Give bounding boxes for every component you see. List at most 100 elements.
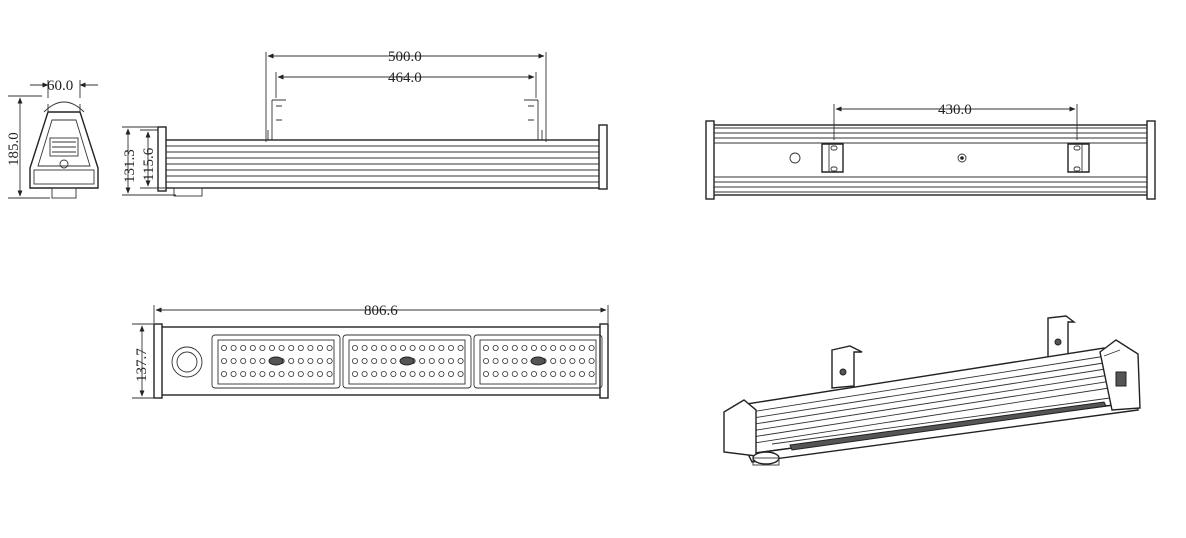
led-dot: [259, 370, 266, 377]
led-dot: [559, 357, 566, 364]
led-dot: [220, 357, 227, 364]
led-dot: [550, 357, 557, 364]
led-dot: [259, 357, 266, 364]
led-dot: [230, 357, 237, 364]
led-dot: [531, 344, 538, 351]
led-dot: [511, 344, 518, 351]
led-dot: [550, 370, 557, 377]
led-dot: [240, 357, 247, 364]
end-view: 60.0 185.0: [6, 78, 99, 199]
led-dot: [288, 370, 295, 377]
led-dot: [511, 357, 518, 364]
isometric-view: [723, 315, 1141, 466]
led-dot: [316, 370, 323, 377]
led-dot: [588, 370, 595, 377]
led-dot: [540, 370, 547, 377]
led-dot: [419, 344, 426, 351]
led-dot: [482, 344, 489, 351]
led-dot: [390, 370, 397, 377]
led-dot: [249, 370, 256, 377]
led-dot: [288, 357, 295, 364]
led-dot: [326, 344, 333, 351]
led-dot: [482, 370, 489, 377]
led-dot: [569, 344, 576, 351]
led-dot: [457, 344, 464, 351]
led-dot: [457, 357, 464, 364]
led-dot: [351, 370, 358, 377]
led-dot: [249, 344, 256, 351]
led-dot: [399, 344, 406, 351]
led-dot: [511, 370, 518, 377]
led-dot: [380, 344, 387, 351]
led-dot: [240, 344, 247, 351]
led-dot: [447, 344, 454, 351]
led-dot: [361, 357, 368, 364]
led-dot: [409, 344, 416, 351]
dim-side-height-outer: 131.3: [122, 149, 138, 183]
led-dot: [316, 357, 323, 364]
led-dot: [297, 357, 304, 364]
led-dot: [447, 370, 454, 377]
dim-bottom-width: 137.7: [134, 348, 150, 382]
dim-bracket-inner: 464.0: [388, 70, 422, 86]
led-dot: [371, 344, 378, 351]
led-dot: [268, 370, 275, 377]
led-dot: [371, 370, 378, 377]
led-dot: [351, 357, 358, 364]
led-dot: [482, 357, 489, 364]
led-dot: [307, 370, 314, 377]
led-dot: [447, 357, 454, 364]
led-dot: [521, 370, 528, 377]
led-dot: [588, 344, 595, 351]
led-dot: [438, 357, 445, 364]
led-dot: [288, 344, 295, 351]
led-dot: [550, 344, 557, 351]
led-dot: [249, 357, 256, 364]
led-dot: [326, 357, 333, 364]
led-dot: [268, 344, 275, 351]
led-dot: [361, 344, 368, 351]
led-dot: [457, 370, 464, 377]
top-view: 430.0: [705, 102, 1156, 200]
led-dot: [297, 344, 304, 351]
led-dot: [502, 344, 509, 351]
led-dot: [240, 370, 247, 377]
led-dot: [399, 370, 406, 377]
led-dot: [428, 370, 435, 377]
led-dot: [361, 370, 368, 377]
led-dot: [428, 344, 435, 351]
led-dot: [380, 370, 387, 377]
led-dot: [492, 357, 499, 364]
led-dot: [428, 357, 435, 364]
led-dot: [438, 344, 445, 351]
led-dot: [502, 370, 509, 377]
led-dot: [569, 357, 576, 364]
led-dot: [540, 344, 547, 351]
led-dot: [278, 370, 285, 377]
led-dot: [579, 370, 586, 377]
led-dot: [559, 370, 566, 377]
led-dot: [559, 344, 566, 351]
led-dot: [569, 370, 576, 377]
side-view: 500.0 464.0 131.3 115.6: [122, 49, 608, 197]
led-dot: [230, 370, 237, 377]
led-dot: [521, 357, 528, 364]
led-dot: [307, 357, 314, 364]
led-dot: [419, 357, 426, 364]
led-dot: [351, 344, 358, 351]
led-dot: [390, 344, 397, 351]
led-dot: [502, 357, 509, 364]
led-dot: [220, 344, 227, 351]
led-dot: [371, 357, 378, 364]
led-dot: [326, 370, 333, 377]
led-dot: [278, 344, 285, 351]
led-dot: [390, 357, 397, 364]
led-dot: [307, 344, 314, 351]
led-dot: [409, 370, 416, 377]
led-dot: [521, 344, 528, 351]
dim-top-bracket-spacing: 430.0: [938, 102, 972, 118]
led-dot: [316, 344, 323, 351]
led-dot: [419, 370, 426, 377]
led-dot: [588, 357, 595, 364]
